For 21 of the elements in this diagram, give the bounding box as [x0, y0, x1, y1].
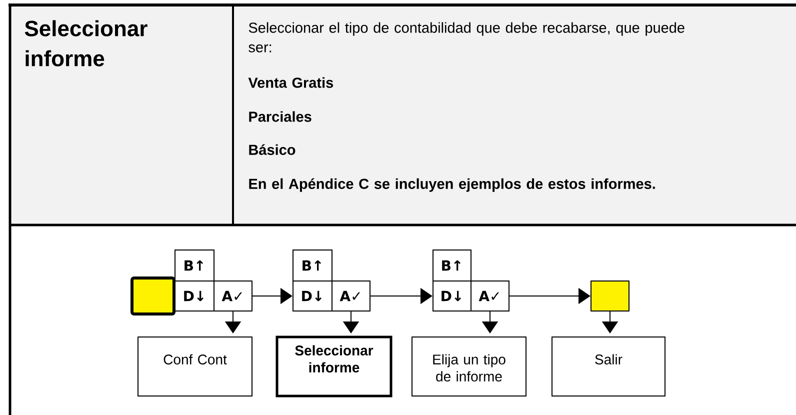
list-item: Parciales [249, 111, 312, 122]
key-cell: B↑ [432, 250, 472, 282]
key-cell: D↓ [174, 280, 214, 312]
key-cell: A✓ [470, 280, 510, 312]
screen-box: Salir [552, 336, 666, 396]
description-text: Seleccionar el tipo de contabilidad que debe recabarse, que puede ser: [248, 22, 684, 52]
screen-box: Elija un tipo de informe [412, 336, 526, 396]
start-square [130, 276, 176, 316]
key-cell: D↓ [292, 280, 332, 312]
key-cell: D↓ [432, 280, 472, 312]
screen-box: Seleccionar informe [276, 336, 392, 398]
key-cell: B↑ [174, 250, 214, 282]
heading: Seleccionar informe [24, 20, 148, 66]
list-item: En el Apéndice C se incluyen ejemplos de estos informes. [249, 178, 655, 192]
screen-box: Conf Cont [138, 336, 252, 396]
key-cell: A✓ [214, 280, 252, 312]
list-item: Venta Gratis [248, 77, 334, 88]
key-cell: A✓ [332, 280, 370, 312]
end-square [590, 280, 630, 312]
list-item: Básico [249, 144, 296, 155]
key-cell: B↑ [292, 250, 332, 282]
